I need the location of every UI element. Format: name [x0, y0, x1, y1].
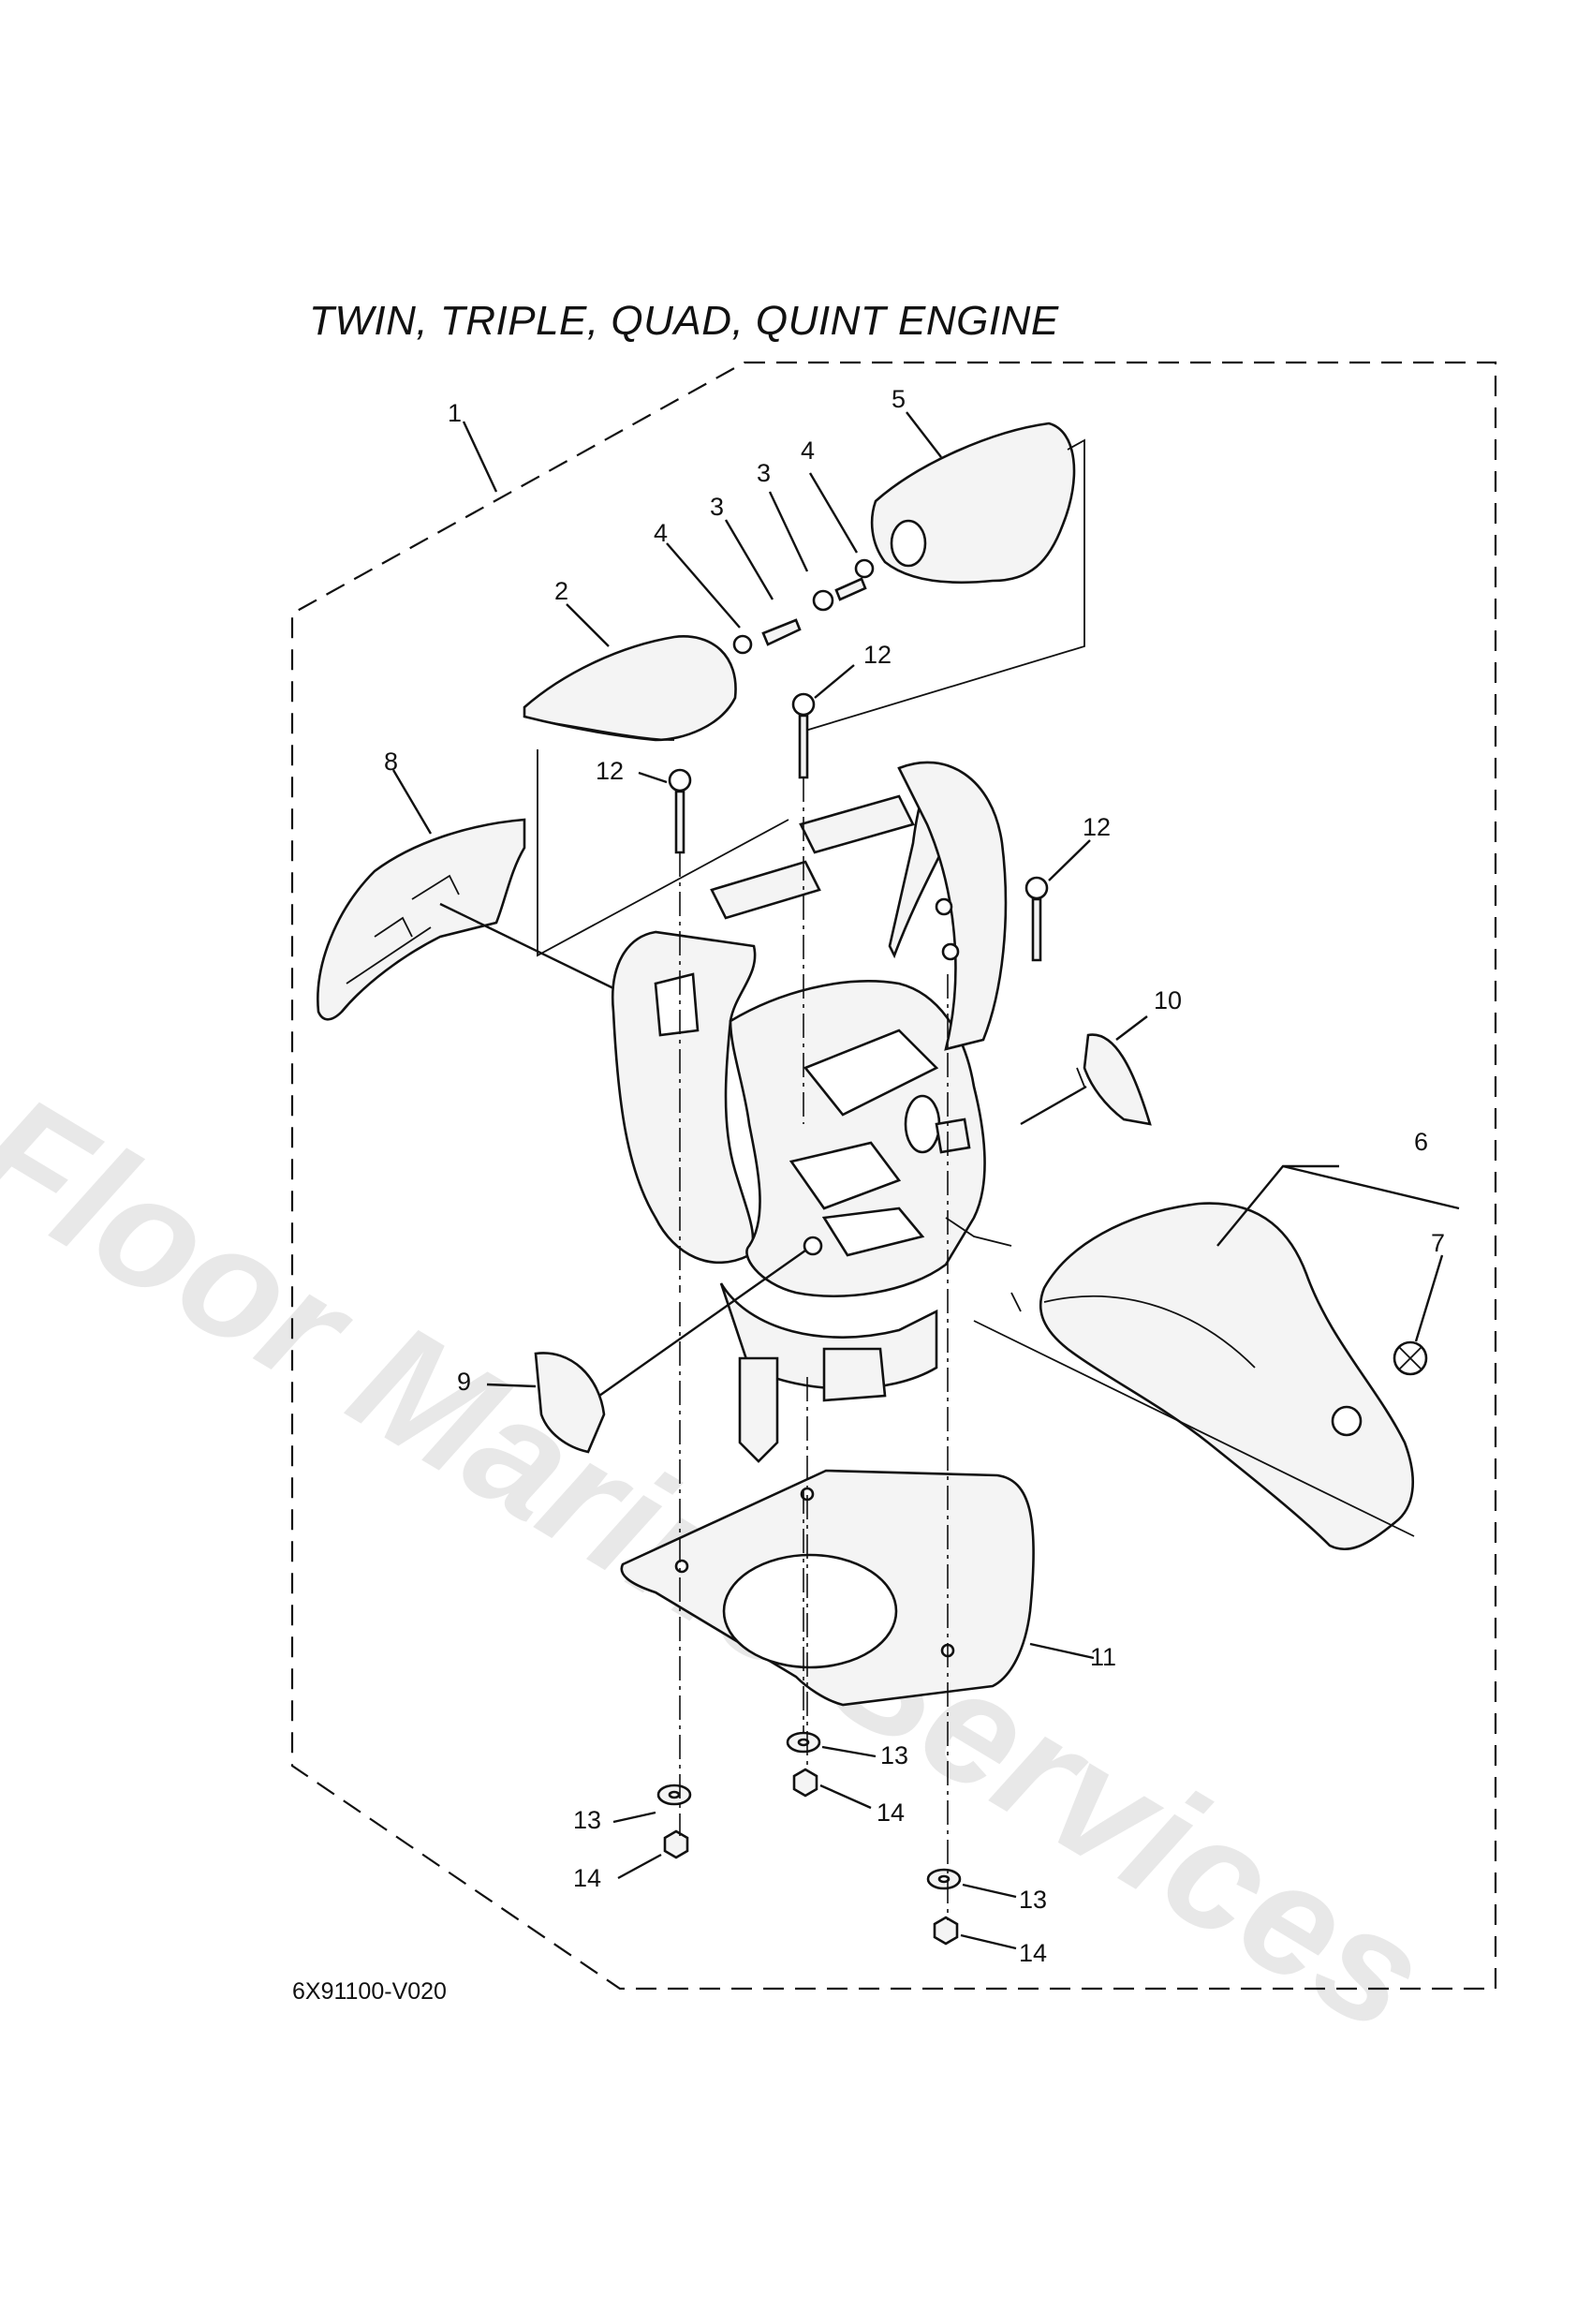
callout-13b: 13 [573, 1806, 602, 1834]
callout-12c: 12 [1083, 813, 1112, 841]
remote-control-body [611, 761, 1012, 1463]
leader-4b [808, 472, 859, 554]
callout-12b: 12 [596, 757, 625, 785]
callout-5: 5 [892, 385, 906, 413]
leader-7 [1414, 1254, 1444, 1342]
part-8-side-panel [317, 818, 526, 1021]
leader-14b [617, 1853, 662, 1880]
leader-11 [1029, 1642, 1095, 1660]
leader-6b [1282, 1164, 1460, 1210]
part-11-base-plate [620, 1469, 1035, 1707]
diagram-code: 6X91100-V020 [292, 1978, 447, 2005]
callout-3a: 3 [710, 493, 725, 521]
leader-3a [724, 519, 774, 600]
callout-10: 10 [1154, 986, 1183, 1014]
callout-14c: 14 [1019, 1939, 1048, 1967]
part-12-screws [668, 692, 1049, 962]
leader-12a [814, 664, 855, 699]
leader-3b [768, 491, 809, 572]
callout-14b: 14 [573, 1864, 602, 1892]
part-14-nuts [663, 1768, 959, 1946]
leader-1 [462, 421, 498, 493]
leader-10 [1115, 1015, 1148, 1041]
leader-10b [1020, 1085, 1087, 1126]
leader-13c [962, 1883, 1017, 1899]
callout-7: 7 [1431, 1229, 1446, 1257]
callout-13a: 13 [880, 1741, 909, 1769]
leader-5 [906, 411, 942, 458]
callout-1: 1 [448, 399, 463, 427]
part-9-cap [534, 1352, 606, 1454]
part-6-side-panel [1039, 1202, 1415, 1551]
callout-6: 6 [1414, 1128, 1429, 1156]
parts-3-4-screws-washers [732, 558, 875, 655]
part-10-cap [1083, 1033, 1152, 1126]
part-5-cover [870, 422, 1076, 585]
part-2-cover [523, 635, 737, 742]
leader-14c [960, 1933, 1017, 1950]
callout-12a: 12 [863, 641, 892, 669]
callout-4a: 4 [654, 519, 669, 547]
diagram-title: TWIN, TRIPLE, QUAD, QUINT ENGINE [309, 298, 1059, 344]
leader-14a [819, 1784, 872, 1810]
part-13-washers [656, 1731, 962, 1890]
callout-13c: 13 [1019, 1886, 1048, 1914]
leader-9 [486, 1383, 537, 1388]
leader-9b [598, 1250, 806, 1397]
callout-8: 8 [384, 748, 399, 776]
callout-3b: 3 [757, 459, 772, 487]
leader-12b [638, 771, 668, 784]
callout-11: 11 [1090, 1643, 1117, 1671]
leader-13b [612, 1811, 656, 1824]
leader-8 [391, 769, 433, 835]
leader-4a [666, 542, 741, 629]
assembly-boundary [290, 361, 1497, 1991]
callout-4b: 4 [801, 437, 816, 465]
callout-9: 9 [457, 1368, 472, 1396]
leader-2 [566, 603, 610, 647]
leader-12c [1048, 839, 1091, 881]
leader-8b [439, 902, 614, 990]
part-7-clip [1393, 1340, 1428, 1376]
callout-14a: 14 [877, 1799, 906, 1827]
callout-2: 2 [554, 577, 569, 605]
leader-13a [821, 1745, 877, 1758]
